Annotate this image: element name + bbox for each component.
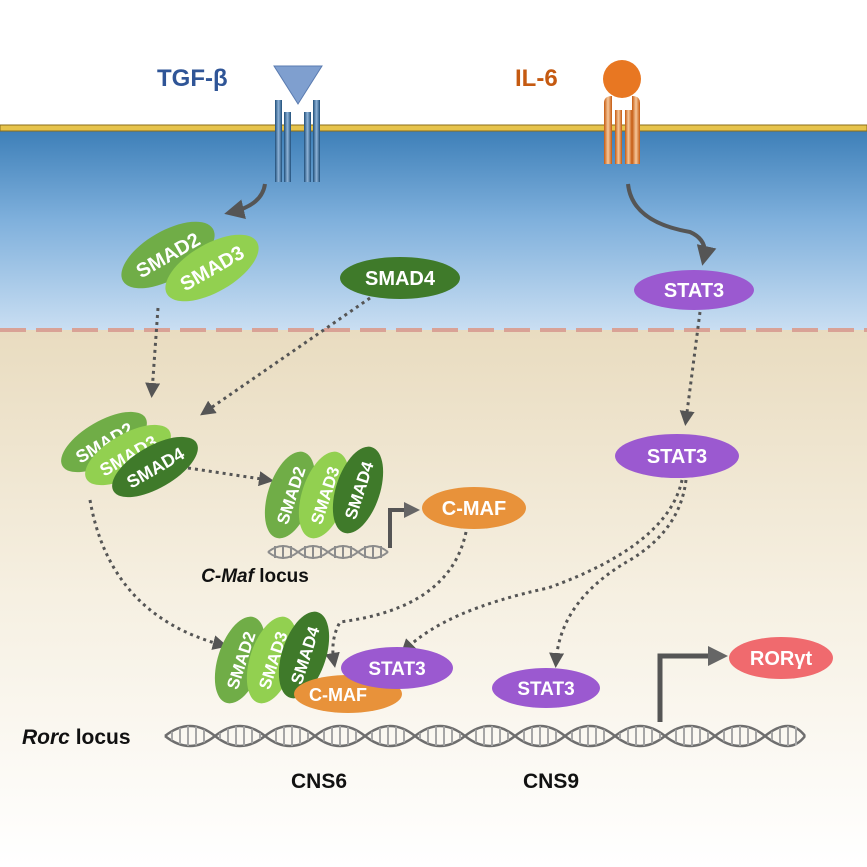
svg-text:STAT3: STAT3 bbox=[664, 280, 724, 302]
il6-signal-arrow bbox=[626, 183, 717, 266]
rorc-smad4: SMAD4 bbox=[278, 611, 330, 699]
svg-text:RORγt: RORγt bbox=[750, 648, 813, 670]
stat3-to-cns6-arrow bbox=[400, 479, 684, 655]
cns6-stat3: STAT3 bbox=[341, 647, 453, 689]
cns9-stat3: STAT3 bbox=[492, 668, 600, 708]
svg-text:C-MAF: C-MAF bbox=[442, 498, 506, 520]
il6-label: IL-6 bbox=[515, 65, 558, 92]
cmaf-transcription-arrow bbox=[388, 502, 420, 548]
cmaf-dna-icon bbox=[267, 545, 389, 559]
svg-text:STAT3: STAT3 bbox=[368, 659, 425, 680]
il6-receptor-icon bbox=[604, 96, 640, 164]
cns9-label: CNS9 bbox=[523, 770, 579, 793]
rorc-transcription-arrow bbox=[657, 646, 728, 722]
svg-text:STAT3: STAT3 bbox=[517, 679, 574, 700]
svg-text:STAT3: STAT3 bbox=[647, 446, 707, 468]
il6-ligand-icon bbox=[603, 60, 641, 98]
rorc-dna-rungs bbox=[171, 726, 797, 746]
rorgt-protein: RORγt bbox=[729, 637, 833, 679]
extracellular-space bbox=[0, 0, 867, 128]
nuc-stat3: STAT3 bbox=[615, 434, 739, 478]
svg-text:SMAD4: SMAD4 bbox=[365, 268, 436, 290]
cmaf-smad4: SMAD4 bbox=[332, 446, 384, 534]
svg-text:C-MAF: C-MAF bbox=[309, 685, 367, 705]
cmaf-protein: C-MAF bbox=[422, 487, 526, 529]
cns6-label: CNS6 bbox=[291, 770, 347, 793]
rorc-dna-icon bbox=[164, 724, 806, 748]
tgfb-ligand-icon bbox=[273, 65, 323, 105]
cmaf-to-rorc-arrow bbox=[325, 531, 468, 668]
rorc-locus-label: Rorc locus bbox=[22, 726, 131, 749]
smad4-nuclear-arrow bbox=[200, 296, 371, 416]
dotted-arrows bbox=[88, 296, 702, 668]
tgfb-label: TGF-β bbox=[157, 65, 228, 92]
stat3-to-cns9-arrow bbox=[549, 479, 688, 668]
tgfb-receptor-icon bbox=[275, 100, 320, 182]
cyto-stat3: STAT3 bbox=[634, 270, 754, 310]
tgfb-signal-arrow bbox=[224, 183, 267, 220]
cyto-smad4: SMAD4 bbox=[340, 257, 460, 299]
plasma-membrane bbox=[0, 124, 867, 132]
nucleus-region bbox=[0, 330, 867, 867]
cmaf-locus-label: C-Maf locus bbox=[201, 566, 309, 587]
smad23-nuclear-arrow bbox=[145, 307, 161, 398]
